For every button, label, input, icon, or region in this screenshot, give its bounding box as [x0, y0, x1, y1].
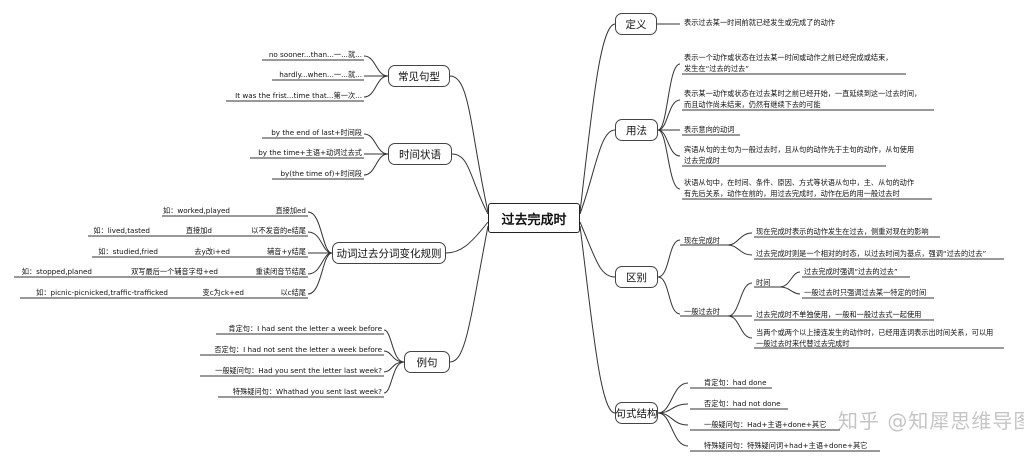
diff-time-item: 一般过去时只强调过去某一特定的时间 — [804, 288, 927, 297]
structure-item: 否定句：had not done — [704, 399, 781, 408]
diff-present-item: 过去完成时则是一个相对的时态，以过去时间为基点，强调“过去的过去” — [756, 249, 987, 258]
rule-example: 如：lived,tasted — [93, 226, 150, 235]
diff-time-label: 时间 — [756, 278, 771, 287]
rule-example: 如：studied,fried — [98, 247, 158, 256]
rule-condition: 以不发音的e结尾 — [251, 226, 306, 235]
rule-condition: 重读闭音节结尾 — [255, 267, 306, 276]
example-sentence: 特殊疑问句：Whathad you sent last week? — [232, 387, 382, 396]
definition-text: 表示过去某一时间前就已经发生或完成了的动作 — [684, 18, 835, 27]
structure-item: 一般疑问句：Had+主语+done+其它 — [704, 420, 827, 429]
rule-method: 去y改i+ed — [194, 247, 230, 256]
rule-condition: 以c结尾 — [280, 288, 306, 297]
branch-structure[interactable]: 句式结构 — [615, 402, 658, 424]
pattern-item: no sooner...than...一...就... — [268, 50, 362, 59]
time-item: by the end of last+时间段 — [271, 128, 362, 137]
diff-time-item: 过去完成时强调“过去的过去” — [804, 267, 898, 276]
usage-item: 宾语从句的主句为一般过去时，且从句的动作先于主句的动作，从句使用过去完成时 — [684, 145, 915, 165]
branch-definition[interactable]: 定义 — [615, 13, 657, 35]
example-sentence: 一般疑问句：Had you sent the letter last week? — [215, 366, 382, 375]
rule-example: 如：worked,played — [163, 206, 230, 215]
branch-usage[interactable]: 用法 — [615, 119, 658, 141]
usage-item: 表示某一动作或状态在过去某时之前已经开始，一直延续到这一过去时间，而且动作尚未结… — [684, 89, 922, 109]
watermark: 知乎 @知犀思维导图 — [838, 409, 1024, 433]
diff-present-item: 现在完成时表示的动作发生在过去，侧重对现在的影响 — [756, 227, 929, 236]
pattern-item: It was the frist...time that...第一次... — [235, 91, 362, 100]
branch-participle-rules[interactable]: 动词过去分词变化规则 — [332, 242, 446, 264]
rule-method: 直接加d — [185, 226, 212, 235]
rule-condition: 辅音+y结尾 — [266, 247, 306, 256]
branch-common-patterns[interactable]: 常见句型 — [388, 65, 450, 87]
branch-time-adverbials[interactable]: 时间状语 — [388, 143, 452, 165]
time-item: by(the time of)+时间段 — [280, 169, 362, 178]
rule-condition: 直接加ed — [275, 206, 306, 215]
usage-item: 表示一个动作或状态在过去某一时间或动作之前已经完成或结束，发生在“过去的过去” — [684, 53, 893, 73]
pattern-item: hardly...when...一...就... — [279, 70, 362, 79]
center-topic[interactable]: 过去完成时 — [488, 203, 580, 233]
example-sentence: 肯定句：I had sent the letter a week before — [228, 324, 382, 333]
rule-example: 如：stopped,planed — [21, 267, 92, 276]
rule-example: 如：picnic-picnicked,traffic-trafficked — [36, 288, 168, 297]
time-item: by the time+主语+动词过去式 — [258, 148, 362, 157]
usage-item: 状语从句中，在时间、条件、原因、方式等状语从句中，主、从句的动作有先后关系，动作… — [684, 178, 915, 198]
diff-simple-past-label: 一般过去时 — [684, 307, 720, 316]
branch-difference[interactable]: 区别 — [615, 266, 658, 288]
diff-past-item: 过去完成时不单独使用，一般和一般过去式一起使用 — [756, 310, 922, 319]
rule-method: 变c为ck+ed — [202, 288, 244, 297]
example-sentence: 否定句：I had not sent the letter a week bef… — [214, 345, 382, 354]
usage-item: 表示意向的动词 — [684, 125, 735, 134]
branch-examples[interactable]: 例句 — [404, 351, 450, 373]
rule-method: 双写最后一个辅音字母+ed — [131, 267, 218, 276]
diff-present-perfect-label: 现在完成时 — [684, 236, 720, 245]
structure-item: 特殊疑问句：特殊疑问词+had+主语+done+其它 — [704, 441, 868, 450]
diff-past-item: 当两个或两个以上接连发生的动作时，已经用连词表示出时间关系，可以用一般过去时来代… — [756, 328, 994, 348]
structure-item: 肯定句：had done — [704, 378, 767, 387]
